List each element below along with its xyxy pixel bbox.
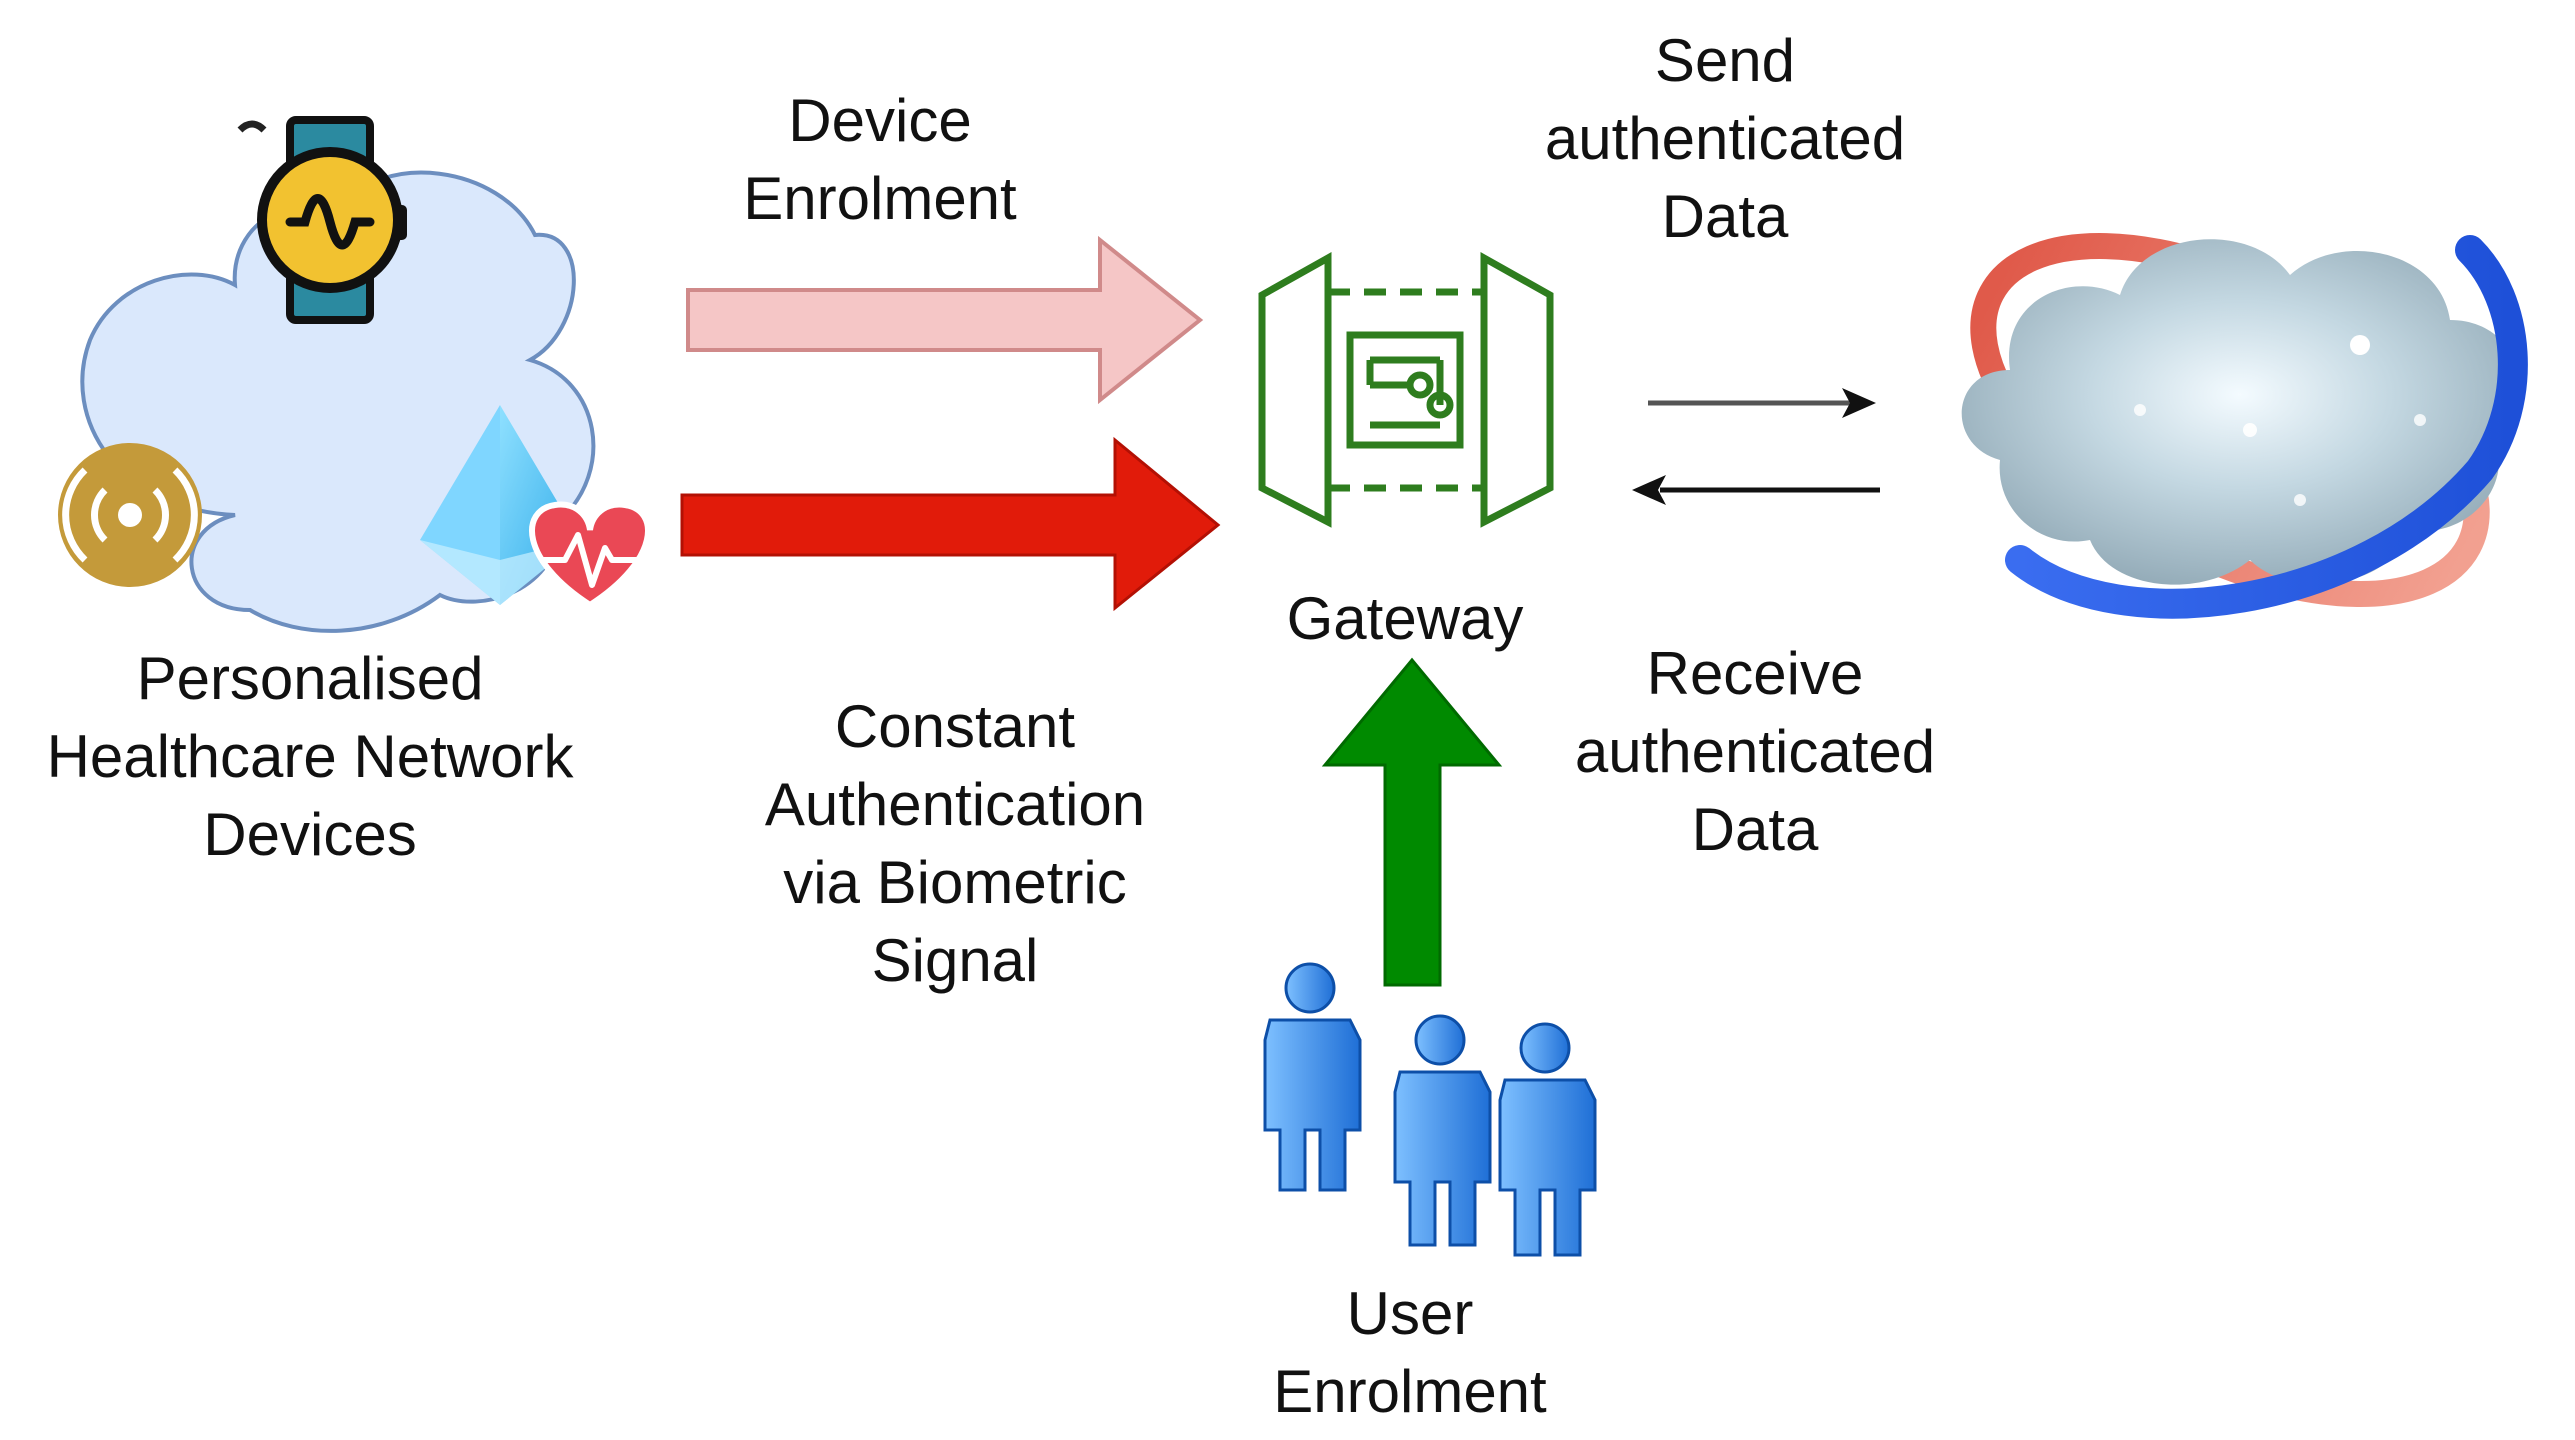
gateway-icon bbox=[1258, 252, 1554, 528]
send-label-line: authenticated bbox=[1544, 105, 1906, 172]
constant-auth-arrow bbox=[680, 436, 1221, 612]
user-enrolment-label-line: Enrolment bbox=[1273, 1358, 1547, 1425]
user-enrolment-label-line: User bbox=[1346, 1280, 1474, 1347]
gateway-label: Gateway bbox=[1230, 580, 1580, 658]
constant-auth-label-line: Constant bbox=[834, 693, 1076, 760]
smartwatch-icon bbox=[237, 116, 407, 324]
receive-label-line: Data bbox=[1691, 796, 1819, 863]
device-enrolment-label: Device Enrolment bbox=[680, 82, 1080, 238]
send-arrow bbox=[1648, 388, 1876, 418]
device-enrolment-arrow bbox=[686, 235, 1204, 405]
send-label-line: Send bbox=[1654, 27, 1796, 94]
device-enrolment-label-line: Enrolment bbox=[743, 165, 1017, 232]
receive-label-line: authenticated bbox=[1574, 718, 1936, 785]
devices-label-line: Devices bbox=[203, 801, 417, 868]
constant-auth-label: Constant Authentication via Biometric Si… bbox=[730, 688, 1180, 1000]
send-label: Send authenticated Data bbox=[1500, 22, 1950, 256]
devices-label-line: Personalised bbox=[136, 645, 484, 712]
user-enrolment-arrow bbox=[1321, 657, 1503, 987]
receive-label-line: Receive bbox=[1646, 640, 1864, 707]
gateway-label-line: Gateway bbox=[1286, 585, 1524, 652]
device-enrolment-label-line: Device bbox=[788, 87, 972, 154]
wireless-sensor-icon bbox=[58, 443, 202, 587]
receive-arrow bbox=[1632, 475, 1880, 505]
send-label-line: Data bbox=[1661, 183, 1789, 250]
constant-auth-label-line: Authentication bbox=[764, 771, 1146, 838]
devices-label-line: Healthcare Network bbox=[46, 723, 574, 790]
user-enrolment-label: User Enrolment bbox=[1210, 1275, 1610, 1431]
receive-label: Receive authenticated Data bbox=[1530, 635, 1980, 869]
cloud-server-icon bbox=[1961, 233, 2528, 619]
constant-auth-label-line: via Biometric bbox=[783, 849, 1127, 916]
users-icon bbox=[1263, 962, 1597, 1257]
constant-auth-label-line: Signal bbox=[871, 927, 1039, 994]
devices-label: Personalised Healthcare Network Devices bbox=[0, 640, 620, 874]
heart-monitor-icon bbox=[420, 405, 651, 609]
